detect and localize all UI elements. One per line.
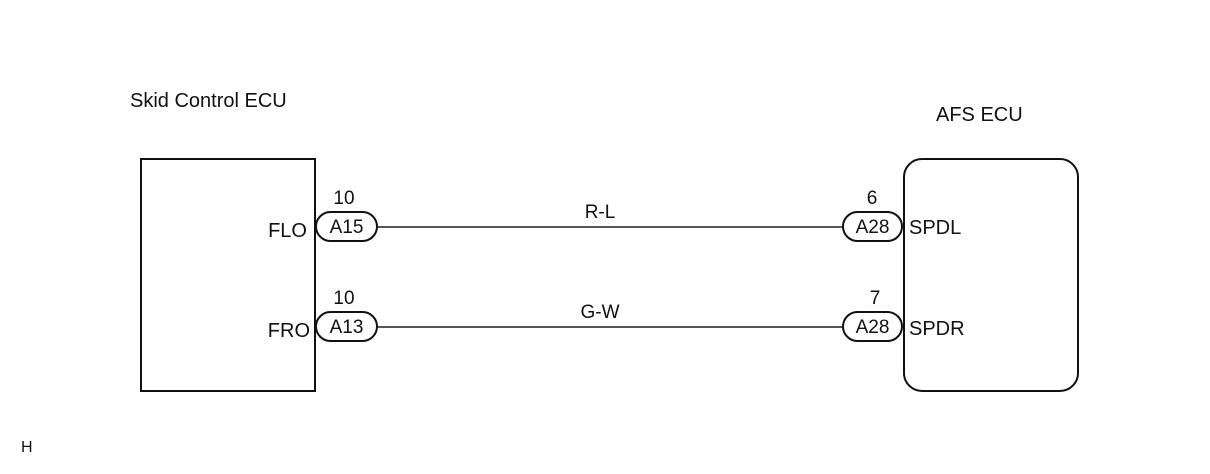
skid-control-ecu-title: Skid Control ECU: [130, 90, 287, 112]
terminal-spdl-label: SPDL: [909, 217, 961, 239]
corner-mark: H: [21, 439, 33, 456]
wire-1-right-pin: 6: [867, 188, 878, 209]
wire-2-color-code: G-W: [580, 302, 619, 323]
connector-a28-code-1: A28: [856, 217, 890, 238]
wire-1-left-pin: 10: [333, 188, 354, 209]
connector-a28-code-2: A28: [856, 317, 890, 338]
afs-ecu-box: [903, 158, 1079, 392]
connector-a15-oval: [315, 211, 378, 242]
skid-control-ecu-box: [140, 158, 316, 392]
connector-a13-code: A13: [330, 317, 364, 338]
wire-2: G-W FRO 10 A13 7 A28 SPDR: [268, 288, 965, 342]
terminal-spdr-label: SPDR: [909, 318, 965, 340]
connector-a15-code: A15: [330, 217, 364, 238]
terminal-flo-label: FLO: [268, 220, 307, 242]
terminal-fro-label: FRO: [268, 320, 310, 342]
connector-a13-oval: [315, 311, 378, 342]
afs-ecu-title: AFS ECU: [936, 104, 1023, 126]
wire-2-right-pin: 7: [870, 288, 881, 309]
wire-1: R-L FLO 10 A15 6 A28 SPDL: [268, 188, 961, 242]
wire-2-left-pin: 10: [333, 288, 354, 309]
connector-a28-oval-2: [842, 311, 903, 342]
connector-a28-oval-1: [842, 211, 903, 242]
wire-1-color-code: R-L: [585, 202, 616, 223]
